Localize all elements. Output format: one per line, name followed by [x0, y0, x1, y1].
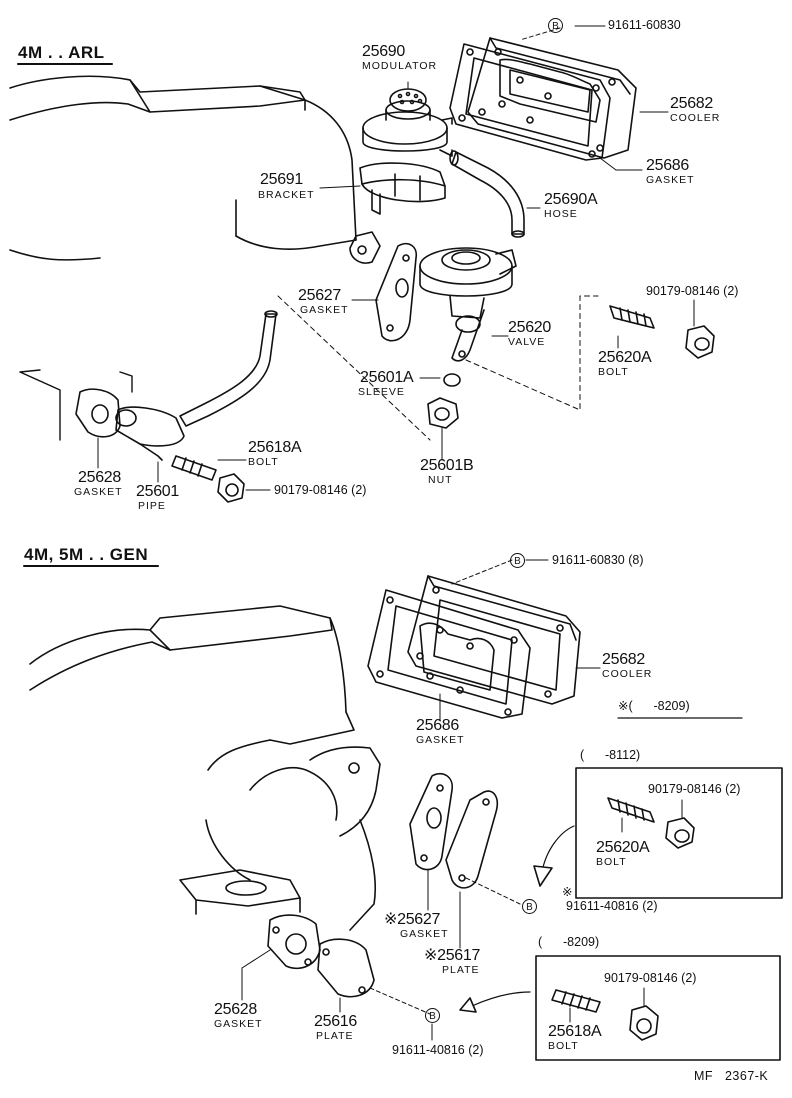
engine-block-outline-top [9, 75, 357, 261]
cooler-25682-top [467, 37, 637, 159]
label-25620A-num-b: 25620A [596, 839, 650, 856]
hose-25690A [449, 150, 525, 238]
label-25628-name: GASKET [74, 486, 123, 498]
label-91611-60830-8: 91611-60830 (8) [552, 553, 644, 567]
bolt-marker-b-4: B [425, 1008, 440, 1023]
label-25690A-num: 25690A [544, 191, 598, 208]
label-25620A-num: 25620A [598, 349, 652, 366]
modulator-25690 [362, 81, 453, 157]
label-25628-name-b: GASKET [214, 1018, 263, 1030]
label-25628-num: 25628 [78, 469, 121, 486]
gasket-25628-top [75, 388, 121, 438]
label-25618A-num-b: 25618A [548, 1023, 602, 1040]
label-25618A-num: 25618A [248, 439, 302, 456]
gasket-25686-bottom [367, 589, 531, 719]
label-25620A-name: BOLT [598, 366, 629, 378]
label-25690-name: MODULATOR [362, 60, 438, 72]
label-25682-num-b: 25682 [602, 651, 645, 668]
flange-base [179, 869, 301, 915]
label-25617-num: ※25617 [424, 947, 481, 964]
nut-25601B [427, 397, 459, 429]
label-25627-num-b: ※25627 [384, 911, 441, 928]
label-25691-name: BRACKET [258, 189, 315, 201]
plate-25616 [317, 938, 375, 998]
label-25627-name: GASKET [300, 304, 349, 316]
label-91611-40816-b: 91611-40816 (2) [392, 1043, 484, 1057]
dashed-assembly-lines-top [277, 295, 599, 441]
pipe-25601 [115, 310, 278, 461]
label-90179-lower: 90179-08146 (2) [274, 483, 367, 497]
bracket-25691 [349, 162, 446, 264]
bolt-marker-b: B [548, 18, 563, 33]
sleeve-25601A [443, 373, 461, 387]
label-range-8209: ※( -8209) [618, 699, 690, 713]
label-25682-name: COOLER [670, 112, 721, 124]
label-star-marker: ※ [562, 885, 573, 899]
label-25601-name: PIPE [138, 500, 166, 512]
label-25686-name: GASKET [646, 174, 695, 186]
bolt-marker-b-3: B [522, 899, 537, 914]
label-25690-num: 25690 [362, 43, 405, 60]
label-25601A-name: SLEEVE [358, 386, 405, 398]
section-title-arl: 4M . . ARL [18, 43, 105, 62]
inset-box-8209 [535, 955, 781, 1061]
engine-block-outline-bottom [29, 605, 381, 931]
label-90179-top: 90179-08146 (2) [646, 284, 739, 298]
nut-90179-lower [217, 473, 245, 503]
gasket-25628-bottom [267, 914, 321, 970]
gasket-25627-bottom [409, 772, 453, 871]
cooler-25682-bottom [407, 575, 581, 705]
label-25617-name: PLATE [442, 964, 480, 976]
arrow-inset-8112 [533, 825, 575, 887]
label-25690A-name: HOSE [544, 208, 578, 220]
label-25618A-name: BOLT [248, 456, 279, 468]
stud-bolt-25618A-top [171, 455, 217, 481]
valve-25620 [419, 247, 517, 362]
stud-bolt-25620A-top [609, 305, 655, 329]
label-25618A-name-b: BOLT [548, 1040, 579, 1052]
section-title-gen: 4M, 5M . . GEN [24, 545, 149, 564]
label-range-8209b: ( -8209) [538, 935, 600, 949]
nut-90179-top [685, 325, 715, 359]
label-25682-num: 25682 [670, 95, 713, 112]
label-range-8112: ( -8112) [580, 748, 641, 762]
label-25601-num: 25601 [136, 483, 179, 500]
label-25616-name: PLATE [316, 1030, 354, 1042]
gasket-25627-top [375, 242, 418, 342]
label-91611-40816-a: 91611-40816 (2) [566, 899, 658, 913]
plate-25617 [445, 790, 499, 889]
label-25627-name-b: GASKET [400, 928, 449, 940]
label-25686-num-b: 25686 [416, 717, 459, 734]
leader-25691 [319, 185, 361, 189]
footer-code: MF 2367-K [694, 1069, 769, 1083]
label-25601A-num: 25601A [360, 369, 414, 386]
gasket-25686-top [449, 43, 611, 161]
label-25601B-name: NUT [428, 474, 453, 486]
label-25601B-num: 25601B [420, 457, 474, 474]
bolt-marker-b-2: B [510, 553, 525, 568]
label-25682-name-b: COOLER [602, 668, 653, 680]
label-25686-name-b: GASKET [416, 734, 465, 746]
label-90179-inset2: 90179-08146 (2) [604, 971, 697, 985]
label-25620-num: 25620 [508, 319, 551, 336]
label-25686-num: 25686 [646, 157, 689, 174]
label-91611-60830: 91611-60830 [608, 18, 681, 32]
label-25620-name: VALVE [508, 336, 546, 348]
label-25627-num: 25627 [298, 287, 341, 304]
label-25691-num: 25691 [260, 171, 303, 188]
label-90179-inset1: 90179-08146 (2) [648, 782, 741, 796]
label-25620A-name-b: BOLT [596, 856, 627, 868]
label-25628-num-b: 25628 [214, 1001, 257, 1018]
label-25616-num: 25616 [314, 1013, 357, 1030]
inset-box-8112 [575, 767, 783, 899]
arrow-inset-8209 [459, 991, 531, 1013]
